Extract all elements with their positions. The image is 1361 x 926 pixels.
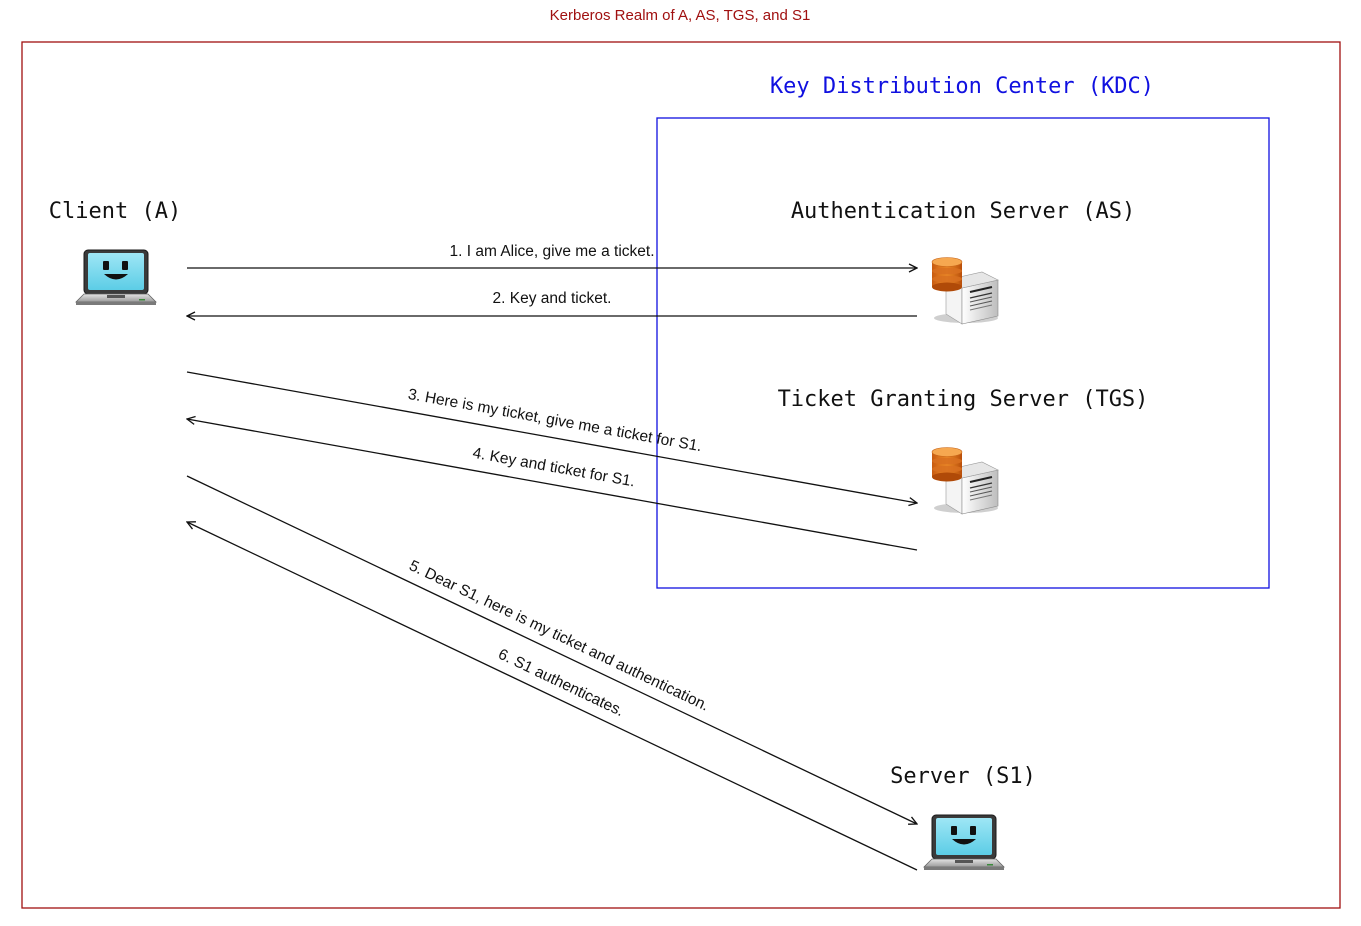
laptop-icon: [923, 814, 1005, 871]
server-icon: [931, 256, 999, 325]
message-arrow: [187, 522, 918, 871]
message-label: 4. Key and ticket for S1.: [471, 445, 636, 491]
message-arrow: [186, 371, 917, 503]
s1-label: Server (S1): [890, 764, 1036, 789]
laptop-icon: [75, 249, 157, 306]
tgs-label: Ticket Granting Server (TGS): [778, 387, 1149, 412]
message-arrow: [186, 475, 917, 824]
kdc-boundary: [656, 117, 1270, 589]
message-label: 3. Here is my ticket, give me a ticket f…: [407, 386, 703, 455]
message-label: 1. I am Alice, give me a ticket.: [449, 243, 654, 260]
kdc-title: Key Distribution Center (KDC): [770, 74, 1154, 99]
message-arrow: [187, 419, 918, 551]
as-label: Authentication Server (AS): [791, 199, 1135, 224]
message-label: 2. Key and ticket.: [493, 290, 612, 307]
realm-boundary: [21, 41, 1341, 909]
client-label: Client (A): [49, 199, 181, 224]
realm-title: Kerberos Realm of A, AS, TGS, and S1: [550, 7, 811, 24]
server-icon: [931, 446, 999, 515]
